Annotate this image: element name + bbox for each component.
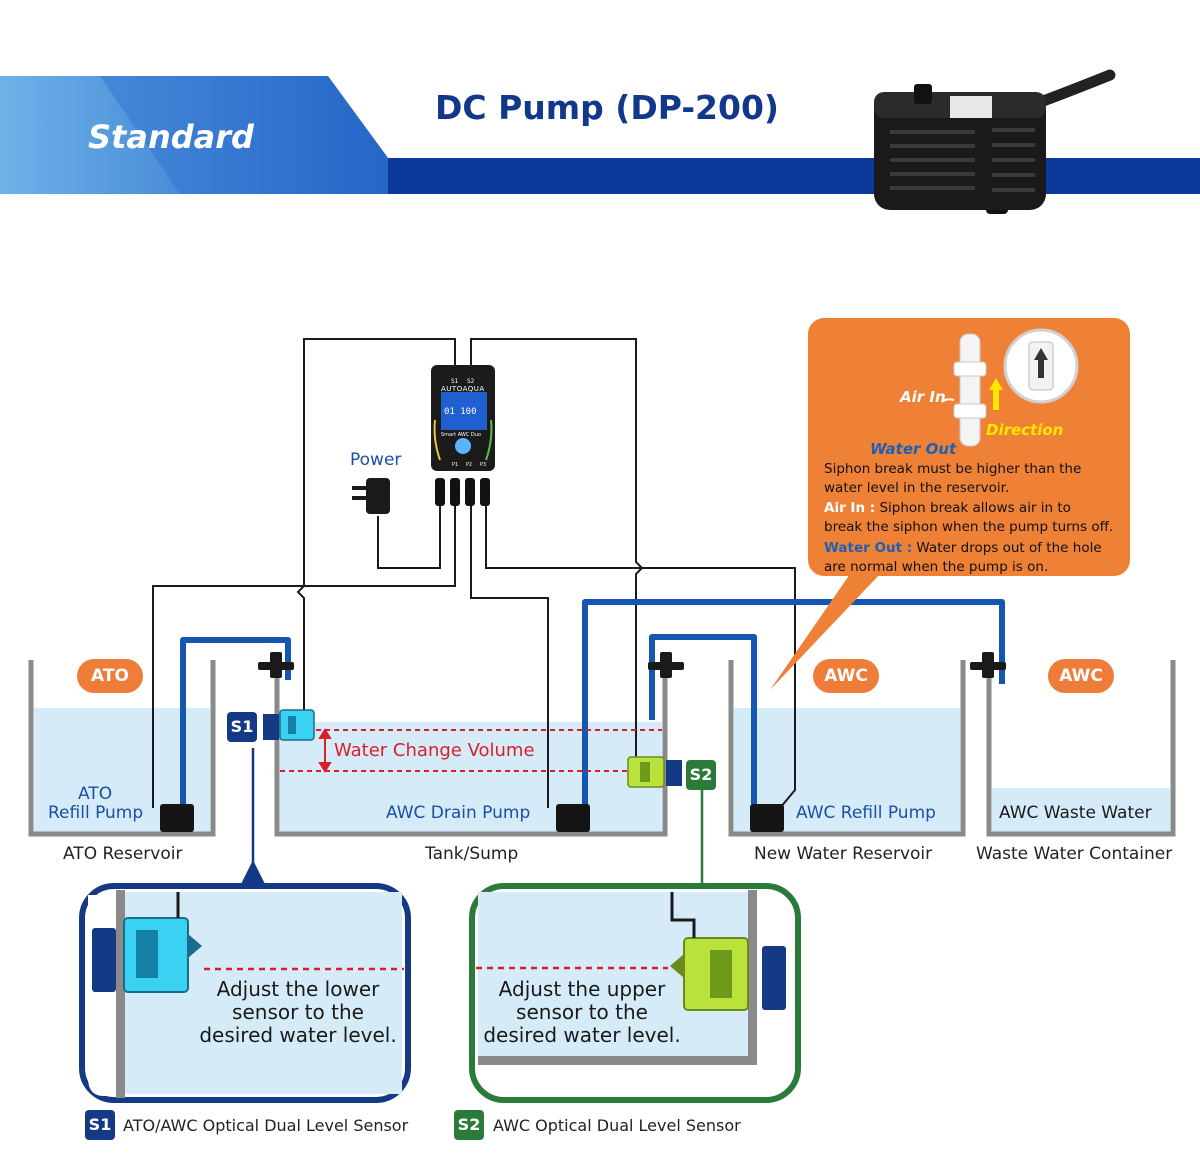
callout-line-1: Siphon break must be higher than the: [824, 461, 1082, 477]
power-label: Power: [350, 450, 402, 470]
controller-port-p3: P3: [480, 462, 487, 468]
air-in-label: Air In: [900, 388, 946, 406]
controller-port-p1: P1: [452, 462, 459, 468]
water-out-desc-2: are normal when the pump is on.: [824, 559, 1049, 575]
legend-s1-tag: S1: [85, 1110, 115, 1140]
awc-badge-new-water: AWC: [813, 659, 879, 693]
s2-sensor-icon: [627, 756, 682, 788]
controller-port-s2: S2: [467, 378, 475, 385]
ato-reservoir-tank: [28, 660, 216, 837]
water-change-lines: [280, 729, 662, 772]
air-in-key: Air In :: [824, 500, 876, 516]
lower-line-1: Adjust the lower: [216, 977, 380, 1001]
zoom-upper-sensor: [469, 883, 801, 1103]
power-adapter-icon: [352, 478, 390, 514]
ato-pump-label-1: ATO: [78, 784, 113, 804]
tank-walls: [28, 660, 1176, 837]
zoom-lower-sensor: [79, 883, 411, 1103]
waste-water-label: AWC Waste Water: [999, 803, 1152, 823]
lower-line-2: sensor to the: [232, 1000, 364, 1024]
sump-tank: [274, 660, 668, 837]
ato-badge: ATO: [77, 659, 143, 693]
dc-pump-icon: [874, 69, 1116, 214]
lower-sensor-instructions: Adjust the lower sensor to the desired w…: [198, 978, 398, 1047]
new-water-tank: [728, 660, 966, 837]
water-out-desc-1: Water drops out of the hole: [912, 540, 1102, 556]
controller-port-p2: P2: [466, 462, 473, 468]
water-out-key: Water Out :: [824, 540, 913, 556]
controller-port-s1: S1: [451, 378, 459, 385]
water-change-arrow: [318, 728, 332, 773]
siphon-break-illustration: [941, 328, 1079, 447]
pumps: [160, 804, 784, 832]
siphon-break-callout: Air In Direction Water Out Siphon break …: [808, 318, 1130, 576]
ato-pump-label-2: Refill Pump: [48, 803, 144, 823]
upper-sensor-instructions: Adjust the upper sensor to the desired w…: [482, 978, 682, 1047]
page-title: DC Pump (DP-200): [435, 88, 780, 127]
s1-tag: S1: [227, 712, 257, 742]
s1-sensor-icon: [263, 709, 315, 741]
controller-brand: AUTOAQUA: [441, 385, 485, 393]
ato-reservoir-caption: ATO Reservoir: [63, 844, 183, 864]
controller-model: Smart AWC Duo: [441, 432, 481, 438]
awc-refill-pump-icon: [750, 804, 784, 832]
legend-s1-label: ATO/AWC Optical Dual Level Sensor: [123, 1116, 409, 1135]
tube-clips: [258, 652, 1006, 678]
ato-refill-pump-icon: [160, 804, 194, 832]
standard-banner: [0, 76, 388, 194]
controller-device: [431, 365, 495, 506]
awc-drain-pump-icon: [556, 804, 590, 832]
callout-line-2: water level in the reservoir.: [824, 480, 1010, 496]
lower-line-3: desired water level.: [199, 1023, 397, 1047]
water-change-volume-label: Water Change Volume: [334, 740, 535, 761]
direction-label: Direction: [986, 421, 1064, 439]
upper-line-1: Adjust the upper: [498, 977, 666, 1001]
s2-tag: S2: [686, 760, 716, 790]
upper-line-2: sensor to the: [516, 1000, 648, 1024]
legend-s2-label: AWC Optical Dual Level Sensor: [493, 1116, 741, 1135]
air-in-desc-2: break the siphon when the pump turns off…: [824, 519, 1114, 535]
control-wires: [152, 338, 796, 809]
drain-pump-label: AWC Drain Pump: [386, 803, 531, 823]
legend-s2-tag: S2: [454, 1110, 484, 1140]
water-tubing: [180, 599, 1005, 808]
water-out-label: Water Out: [870, 440, 957, 458]
new-water-caption: New Water Reservoir: [754, 844, 933, 864]
waste-container-tank: [986, 660, 1176, 837]
controller-lcd: 01 100: [444, 407, 477, 417]
callout-pointer: [770, 574, 880, 690]
refill-pump-label: AWC Refill Pump: [796, 803, 936, 823]
standard-banner-label: Standard: [88, 118, 254, 156]
upper-line-3: desired water level.: [483, 1023, 681, 1047]
waste-container-caption: Waste Water Container: [976, 844, 1173, 864]
awc-badge-waste: AWC: [1048, 659, 1114, 693]
air-in-desc-1: Siphon break allows air in to: [875, 500, 1071, 516]
sump-caption: Tank/Sump: [425, 844, 519, 864]
